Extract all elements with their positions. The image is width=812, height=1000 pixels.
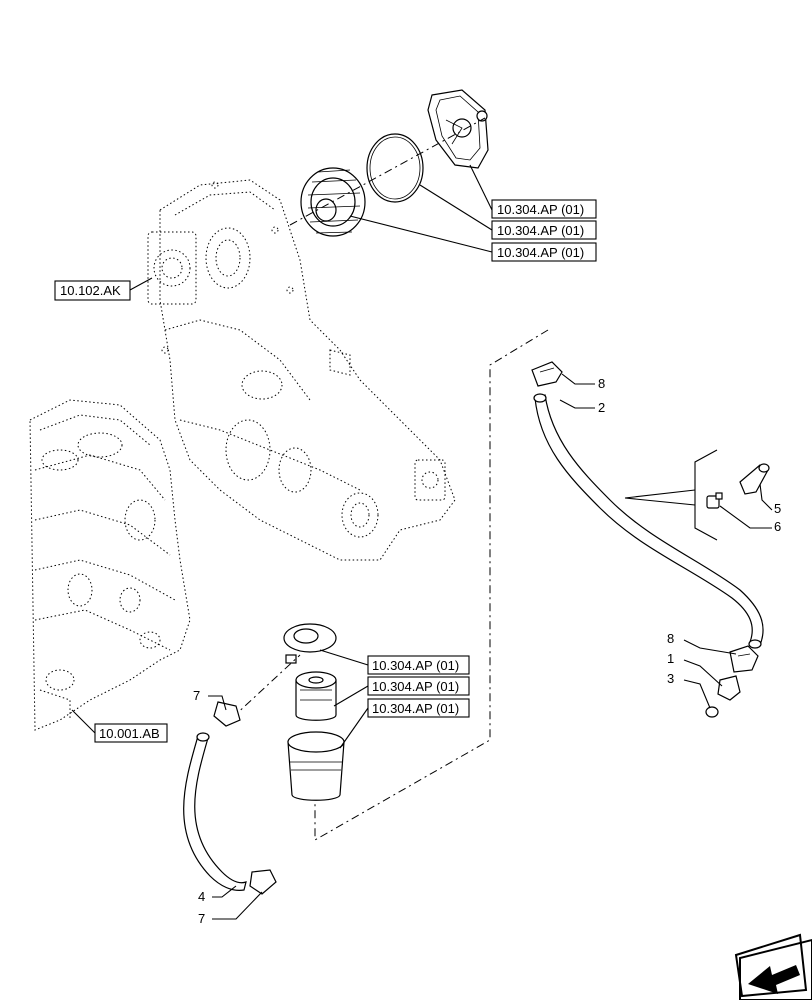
filter-element-drawing	[295, 671, 337, 721]
callout-filter-bowl: 10.304.AP (01)	[372, 701, 459, 716]
callout-box-filter-head	[367, 655, 470, 675]
callout-timing-housing: 10.102.AK	[60, 283, 121, 298]
oil-hose-left-drawing	[183, 732, 247, 891]
callout-box-timing-housing	[54, 280, 131, 301]
hose-clamp-left-top-drawing	[213, 701, 241, 727]
callout-box-filter-bowl	[367, 698, 470, 718]
fitting-drawing	[739, 463, 770, 495]
detail-bracket	[694, 449, 718, 541]
callout-pump-gear: 10.304.AP (01)	[497, 245, 584, 260]
callout-pump-cover: 10.304.AP (01)	[497, 202, 584, 217]
oil-pump-gasket-drawing	[366, 133, 424, 203]
filter-axis-line	[231, 654, 301, 719]
hose-clamp-right-drawing	[729, 645, 759, 673]
filter-bowl-drawing	[287, 731, 345, 801]
item-number-7-bottom: 7	[198, 911, 205, 926]
item-number-8-top: 8	[598, 376, 605, 391]
item-number-1: 1	[667, 651, 674, 666]
hose-clamp-top-drawing	[531, 361, 563, 387]
callout-filter-element: 10.304.AP (01)	[372, 679, 459, 694]
callout-box-pump-gasket	[491, 220, 597, 240]
callout-filter-head: 10.304.AP (01)	[372, 658, 459, 673]
callout-pump-gasket: 10.304.AP (01)	[497, 223, 584, 238]
callout-box-pump-gear	[491, 242, 597, 262]
item-number-5: 5	[774, 501, 781, 516]
elbow-fitting-drawing	[705, 675, 741, 718]
item-number-6: 6	[774, 519, 781, 534]
plug-drawing	[706, 492, 723, 509]
oil-pump-cover-drawing	[427, 89, 489, 169]
filter-head-drawing	[283, 623, 337, 664]
hose-clamp-left-bottom-drawing	[249, 869, 277, 895]
item-number-2: 2	[598, 400, 605, 415]
oil-hose-right-drawing	[533, 393, 764, 649]
detail-pointer	[624, 489, 696, 506]
item-number-7-top: 7	[193, 688, 200, 703]
item-number-4: 4	[198, 889, 205, 904]
oil-pump-gear-drawing	[300, 167, 366, 237]
item-number-3: 3	[667, 671, 674, 686]
oil-flow-line	[314, 329, 549, 841]
engine-block-drawing	[29, 399, 191, 731]
timing-housing-drawing	[147, 179, 456, 561]
item-number-8-bottom: 8	[667, 631, 674, 646]
callout-box-engine-block	[94, 723, 168, 743]
next-page-arrow-icon[interactable]	[734, 933, 812, 1000]
callout-box-filter-element	[367, 676, 470, 696]
callout-engine-block: 10.001.AB	[99, 726, 160, 741]
pump-axis-line	[289, 117, 486, 226]
callout-box-pump-cover	[491, 199, 597, 219]
